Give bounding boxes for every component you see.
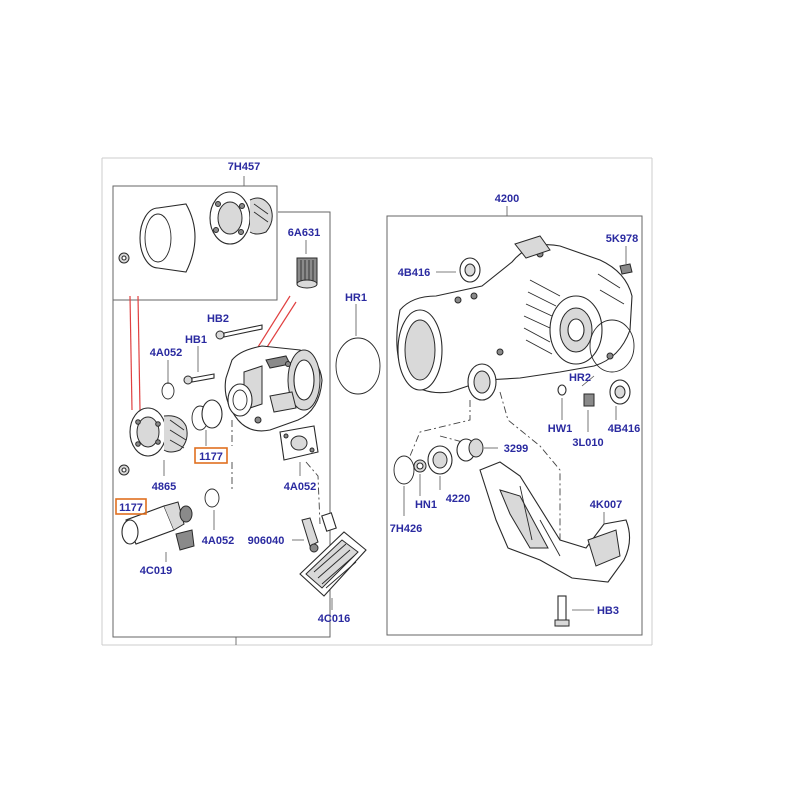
label-4C016: 4C016 <box>318 613 350 625</box>
part-4C019 <box>121 501 195 562</box>
box-left-assembly <box>112 211 331 645</box>
part-HR1 <box>335 304 381 395</box>
part-4200-differential <box>396 235 635 401</box>
frame <box>101 157 653 646</box>
label-5K978: 5K978 <box>606 233 638 245</box>
part-4B416-a <box>436 257 481 283</box>
label-4A052-b: 4A052 <box>284 481 316 493</box>
label-7H457: 7H457 <box>228 161 260 173</box>
label-4A052-a: 4A052 <box>150 347 182 359</box>
label-1177-a: 1177 <box>199 451 223 463</box>
part-4K007 <box>479 461 631 583</box>
label-906040: 906040 <box>248 535 285 547</box>
part-seal-row <box>393 438 498 516</box>
label-4200: 4200 <box>495 193 519 205</box>
label-1177-b: 1177 <box>119 502 143 514</box>
label-HB2: HB2 <box>207 313 229 325</box>
label-HB1: HB1 <box>185 334 207 346</box>
label-4865: 4865 <box>152 481 176 493</box>
label-4C019: 4C019 <box>140 565 172 577</box>
label-3299: 3299 <box>504 443 528 455</box>
label-7H426: 7H426 <box>390 523 422 535</box>
part-HR2-group <box>557 375 631 432</box>
box-right-assembly <box>386 206 643 636</box>
label-4B416-b: 4B416 <box>608 423 640 435</box>
label-3L010: 3L010 <box>572 437 603 449</box>
part-nut-left <box>118 464 130 476</box>
part-5K978 <box>619 246 633 275</box>
label-4K007: 4K007 <box>590 499 622 511</box>
label-HN1: HN1 <box>415 499 437 511</box>
left-dash-lines <box>231 420 321 525</box>
label-HB3: HB3 <box>597 605 619 617</box>
box-7H457 <box>112 176 278 301</box>
label-4B416-a: 4B416 <box>398 267 430 279</box>
part-HB1 <box>183 346 215 385</box>
part-1177-ring <box>191 399 223 446</box>
label-HR1: HR1 <box>345 292 367 304</box>
part-4A052-b <box>279 425 319 476</box>
label-HW1: HW1 <box>548 423 572 435</box>
part-labels: 7H457 6A631 HR1 4200 5K978 4B416 HB2 HB1… <box>119 161 640 625</box>
part-HB3 <box>554 595 594 627</box>
highlight-boxes <box>115 447 228 515</box>
part-906040 <box>292 512 337 553</box>
label-4220: 4220 <box>446 493 470 505</box>
part-4C016 <box>299 531 367 610</box>
part-6A631 <box>296 240 318 289</box>
label-4A052-c: 4A052 <box>202 535 234 547</box>
label-6A631: 6A631 <box>288 227 320 239</box>
part-4A052-c <box>204 488 220 530</box>
label-HR2: HR2 <box>569 372 591 384</box>
part-HB2 <box>215 324 263 340</box>
part-pump-housing <box>224 345 323 432</box>
part-4865 <box>129 407 188 476</box>
part-4A052-a <box>161 360 175 400</box>
